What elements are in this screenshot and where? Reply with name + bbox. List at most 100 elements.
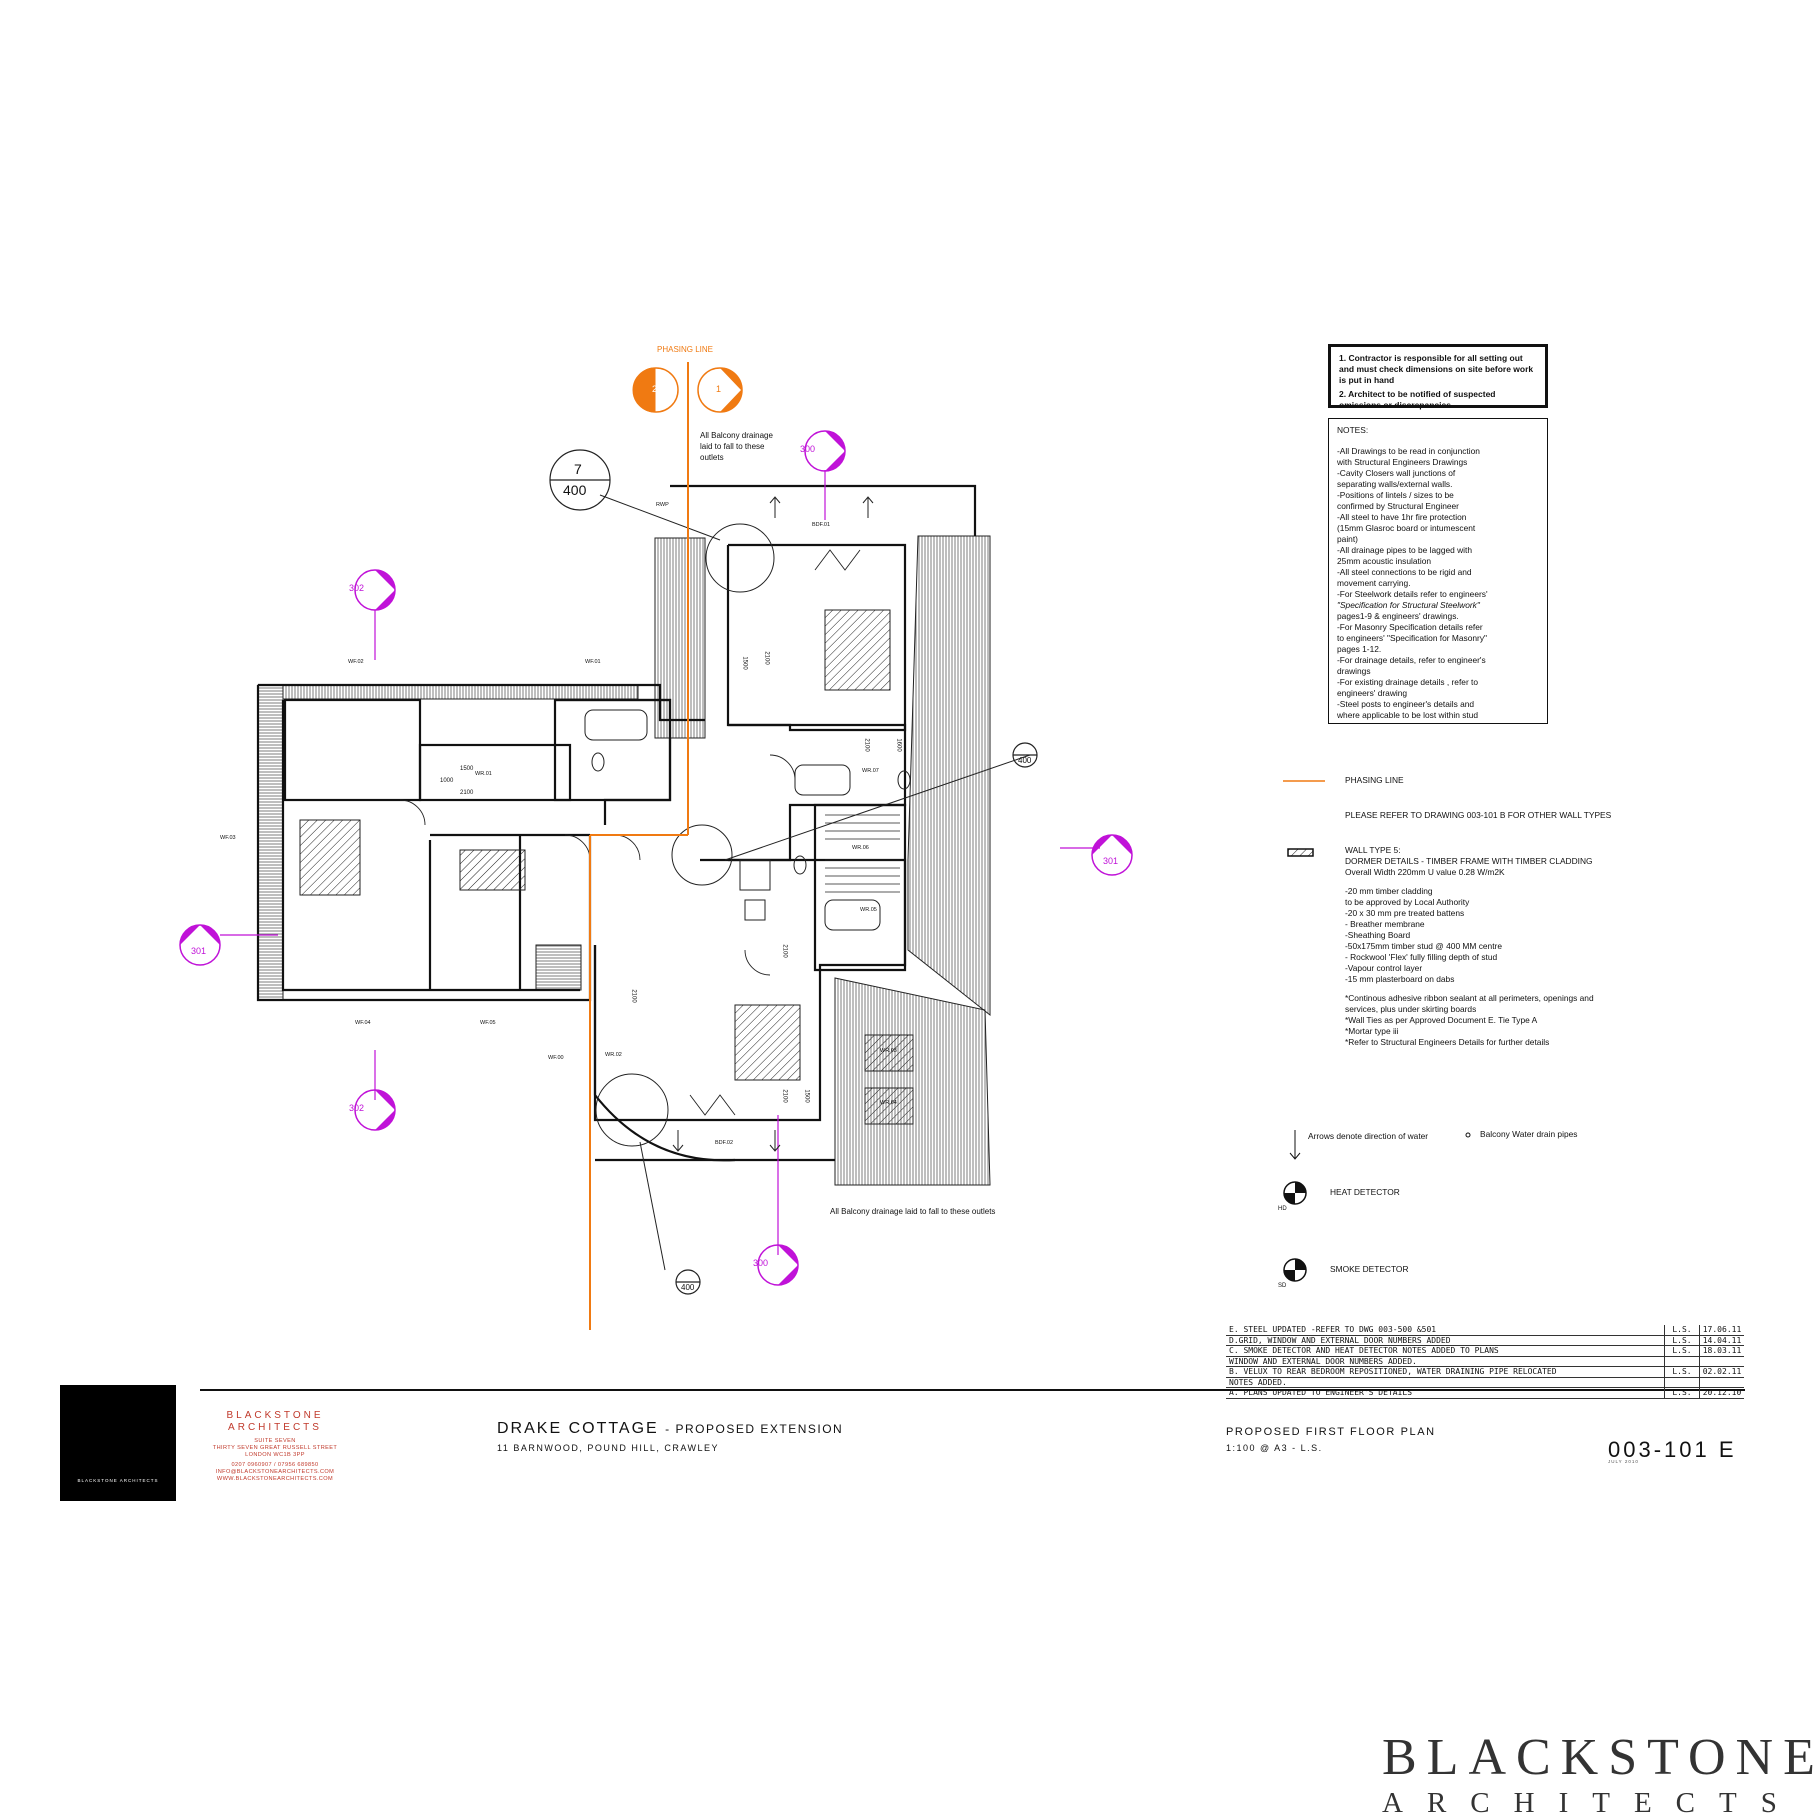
wall-type-line: *Refer to Structural Engineers Details f… — [1345, 1037, 1550, 1047]
legend-symbols — [1283, 780, 1471, 1282]
window-label: WF.00 — [548, 1055, 564, 1061]
section-b-right-letter: B — [1108, 839, 1115, 849]
section-a-bottom-letter: A — [774, 1258, 781, 1268]
section-c-top-sheet: 302 — [349, 583, 365, 593]
note-line: -For Steelwork details refer to engineer… — [1337, 589, 1488, 599]
firm-address: LONDON WC1B 3PP — [245, 1452, 305, 1458]
revision-row: A. PLANS UPDATED TO ENGINEER'S DETAILS L… — [1226, 1388, 1744, 1399]
note-line: -Positions of lintels / sizes to be — [1337, 490, 1454, 500]
section-c-top — [354, 569, 396, 611]
note-line: pages1-9 & engineers' drawings. — [1337, 611, 1459, 621]
note-line: -All steel to have 1hr fire protection — [1337, 512, 1467, 522]
section-lines — [220, 470, 1100, 1255]
revision-date: 18.03.11 — [1699, 1346, 1744, 1356]
walls — [256, 484, 977, 1162]
requirement-item: 1. Contractor is responsible for all set… — [1339, 353, 1534, 385]
note-line: to engineers' "Specification for Masonry… — [1337, 633, 1487, 643]
note-line: -All drainage pipes to be lagged with — [1337, 545, 1473, 555]
wall-type-line: -20 x 30 mm pre treated battens — [1345, 908, 1465, 918]
note-line: -For Masonry Specification details refer — [1337, 622, 1483, 632]
revision-row: C. SMOKE DETECTOR AND HEAT DETECTOR NOTE… — [1226, 1346, 1744, 1357]
revision-desc: D.GRID, WINDOW AND EXTERNAL DOOR NUMBERS… — [1229, 1335, 1451, 1345]
revision-row: E. STEEL UPDATED -REFER TO DWG 003-500 &… — [1226, 1325, 1744, 1336]
stair — [825, 814, 900, 893]
roof-left-block — [654, 537, 706, 739]
legend-phasing-label: PHASING LINE — [1345, 775, 1404, 785]
revision-desc: A. PLANS UPDATED TO ENGINEER'S DETAILS — [1229, 1388, 1413, 1397]
project-title: DRAKE COTTAGE - PROPOSED EXTENSION — [497, 1420, 843, 1438]
note-line: pages 1-12. — [1337, 644, 1382, 654]
section-c-top-letter: C — [371, 583, 378, 593]
wall-type-line: DORMER DETAILS - TIMBER FRAME WITH TIMBE… — [1345, 856, 1593, 866]
firm-phone: 0207 0960907 / 07956 689850 — [231, 1462, 319, 1468]
revision-row: D.GRID, WINDOW AND EXTERNAL DOOR NUMBERS… — [1226, 1335, 1744, 1346]
wall-type-line: *Mortar type iii — [1345, 1026, 1399, 1036]
bed-south — [734, 1004, 801, 1081]
section-c-bottom-sheet: 302 — [349, 1103, 365, 1113]
note-line: -All steel connections to be rigid and — [1337, 567, 1472, 577]
wall-type-line: to be approved by Local Authority — [1345, 897, 1470, 907]
window-label: WR.01 — [475, 771, 492, 777]
window-label: WR.05 — [860, 907, 877, 913]
requirements-box: 1. Contractor is responsible for all set… — [1328, 344, 1548, 410]
roof-slopes — [257, 535, 991, 1186]
revision-initials: L.S. — [1664, 1367, 1699, 1377]
revision-desc: WINDOW AND EXTERNAL DOOR NUMBERS ADDED. — [1229, 1356, 1417, 1366]
dimension: 2100 — [460, 790, 474, 796]
velux-1 — [864, 1034, 914, 1072]
wall-type-line: -20 mm timber cladding — [1345, 886, 1433, 896]
requirement-item: 2. Architect to be notified of suspected… — [1339, 389, 1496, 410]
section-b-left-letter: B — [196, 929, 203, 939]
wall-type-line: -Vapour control layer — [1345, 963, 1423, 973]
project-address: 11 BARNWOOD, POUND HILL, CRAWLEY — [497, 1443, 720, 1453]
window-label: WR.07 — [862, 768, 879, 774]
west-cladding — [257, 684, 284, 1001]
revision-initials: L.S. — [1664, 1346, 1699, 1356]
section-b-right — [1091, 834, 1133, 876]
revision-row: WINDOW AND EXTERNAL DOOR NUMBERS ADDED. — [1226, 1356, 1744, 1367]
wall-type-line: -15 mm plasterboard on dabs — [1345, 974, 1455, 984]
drawing-number: 003-101 E — [1608, 1437, 1737, 1462]
section-a-top-letter: A — [821, 444, 828, 454]
legend-heat-code: HD — [1278, 1206, 1287, 1212]
project-subtitle: - PROPOSED EXTENSION — [665, 1422, 844, 1436]
note-line: separating walls/external walls. — [1337, 479, 1453, 489]
firm-email[interactable]: INFO@BLACKSTONEARCHITECTS.COM — [215, 1469, 335, 1475]
detail-small-sheet-1: 400 — [1018, 756, 1032, 765]
revision-date: 17.06.11 — [1699, 1325, 1744, 1335]
south-cladding-a — [535, 944, 582, 991]
legend-refer-note: PLEASE REFER TO DRAWING 003-101 B FOR OT… — [1345, 810, 1612, 820]
dimension: 2100 — [763, 651, 770, 665]
notes-box: NOTES: -All Drawings to be read in conju… — [1328, 418, 1548, 724]
wall-type-line: WALL TYPE 5: — [1345, 845, 1401, 855]
window-label: WR.03 — [880, 1048, 897, 1054]
dimension: 1500 — [460, 766, 474, 772]
detail-tag-number: 7 — [574, 461, 582, 477]
firm-website[interactable]: WWW.BLACKSTONEARCHITECTS.COM — [216, 1476, 334, 1482]
logo-box — [60, 1385, 176, 1501]
revision-date — [1699, 1377, 1744, 1387]
dimension: 1000 — [440, 778, 454, 784]
detail-circles — [595, 494, 1031, 1271]
heat-detector-symbol — [1283, 1181, 1307, 1205]
corridor-wall — [428, 833, 592, 990]
legend-smoke-code: SD — [1278, 1283, 1287, 1289]
section-b-left-sheet: 301 — [191, 946, 207, 956]
wall-type-line: services, plus under skirting boards — [1345, 1004, 1477, 1014]
bed-west — [299, 819, 361, 896]
velux-2 — [864, 1087, 914, 1125]
water-arrows — [672, 496, 874, 1152]
revision-desc: E. STEEL UPDATED -REFER TO DWG 003-500 &… — [1229, 1325, 1437, 1334]
balcony-drainage-note-bottom: All Balcony drainage laid to fall to the… — [830, 1207, 996, 1216]
dimension: 2100 — [863, 738, 870, 752]
revision-date: 02.02.11 — [1699, 1367, 1744, 1377]
detail-small-sheet-2: 400 — [681, 1283, 695, 1292]
revision-initials: L.S. — [1664, 1388, 1699, 1398]
phase-1-marker — [720, 368, 742, 412]
notes-heading: NOTES: — [1337, 425, 1369, 435]
note-line: -Cavity Closers wall junctions of — [1337, 468, 1456, 478]
scale-note: 1:100 @ A3 - L.S. — [1226, 1443, 1323, 1453]
window-label: WF.05 — [480, 1020, 496, 1026]
revision-desc: C. SMOKE DETECTOR AND HEAT DETECTOR NOTE… — [1229, 1346, 1499, 1355]
firm-address: SUITE SEVEN — [254, 1438, 296, 1444]
